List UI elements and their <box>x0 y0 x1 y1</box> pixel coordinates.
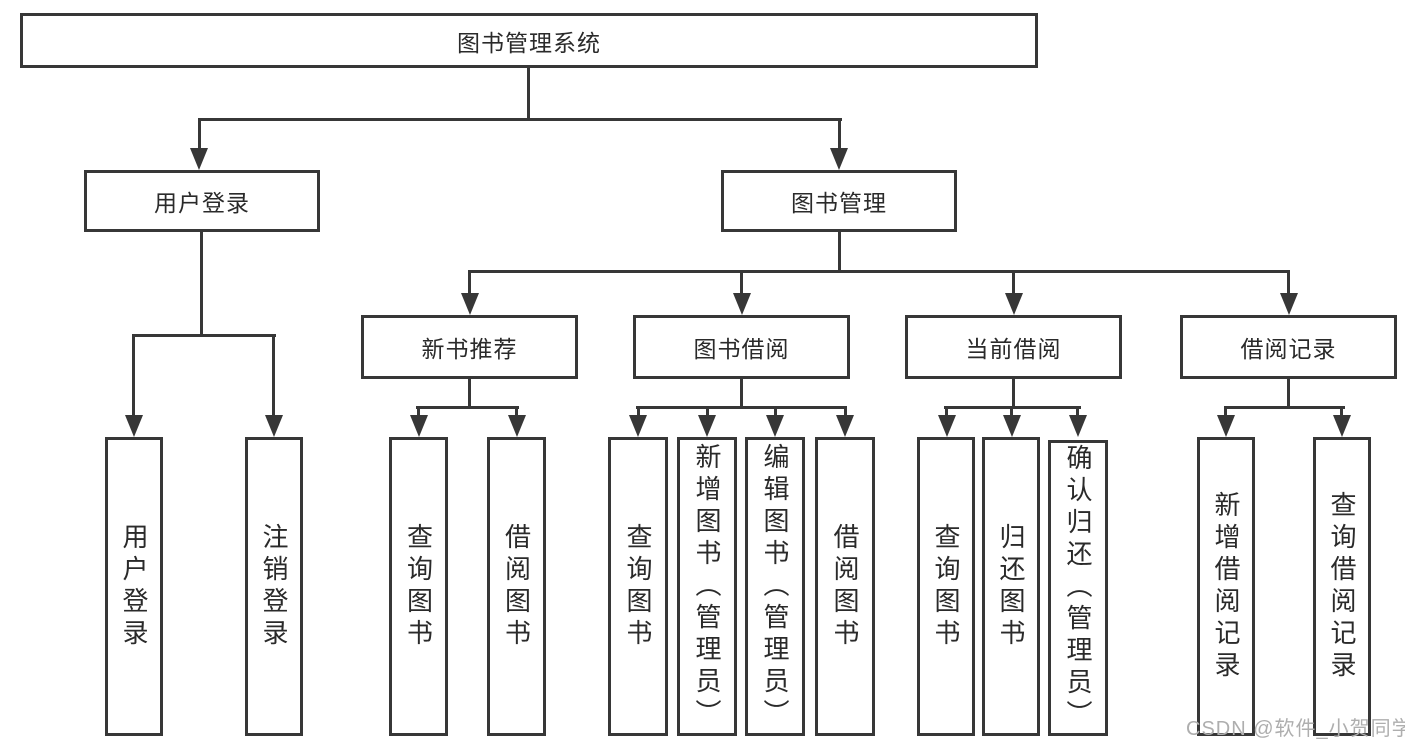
connector-newbooks-bus <box>416 406 519 409</box>
node-root-label: 图书管理系统 <box>457 29 601 56</box>
leaf-query-books-3: 查询图书 <box>917 437 975 736</box>
arrowhead-icon <box>938 415 956 437</box>
connector-leaf-shaft <box>1010 406 1013 418</box>
node-borrow-records: 借阅记录 <box>1180 315 1397 379</box>
node-new-books: 新书推荐 <box>361 315 578 379</box>
connector-currentborrow-stem <box>1012 379 1015 408</box>
arrowhead-icon <box>733 293 751 315</box>
leaf-label: 查询图书 <box>403 522 434 651</box>
leaf-query-books-1: 查询图书 <box>389 437 448 736</box>
arrowhead-icon <box>1217 415 1235 437</box>
arrowhead-icon <box>766 415 784 437</box>
leaf-label: 查询借阅记录 <box>1327 490 1357 683</box>
arrowhead-icon <box>190 148 208 170</box>
connector-borrowrecords-bus <box>1224 406 1345 409</box>
arrowhead-icon <box>1003 415 1021 437</box>
arrowhead-icon <box>1069 415 1087 437</box>
leaf-label: 注销登录 <box>259 522 289 651</box>
leaf-label: 新增借阅记录 <box>1211 490 1241 683</box>
connector-root-bus <box>198 118 842 121</box>
arrowhead-icon <box>265 415 283 437</box>
connector-leaf-shaft <box>1340 406 1343 418</box>
leaf-label: 查询图书 <box>623 522 653 651</box>
leaf-logout: 注销登录 <box>245 437 303 736</box>
leaf-label: 确认归还（管理员） <box>1063 444 1093 732</box>
arrowhead-icon <box>1280 293 1298 315</box>
leaf-user-login: 用户登录 <box>105 437 163 736</box>
connector-leaf-shaft <box>844 406 847 418</box>
connector-userlogin-bus <box>132 334 276 337</box>
connector-leaf-shaft <box>1076 406 1079 418</box>
connector-l3-shaft <box>468 270 471 295</box>
connector-bookmgmt-stem <box>838 232 841 272</box>
leaf-borrow-books-2: 借阅图书 <box>815 437 875 736</box>
leaf-add-books-admin: 新增图书（管理员） <box>677 437 737 736</box>
leaf-label: 用户登录 <box>119 522 149 651</box>
node-current-borrow-label: 当前借阅 <box>965 336 1062 362</box>
leaf-borrow-books-1: 借阅图书 <box>487 437 546 736</box>
arrowhead-icon <box>629 415 647 437</box>
leaf-edit-books-admin: 编辑图书（管理员） <box>745 437 805 736</box>
connector-borrowrecords-stem <box>1287 379 1290 408</box>
leaf-label: 查询图书 <box>931 522 961 651</box>
connector-l3-shaft <box>1012 270 1015 295</box>
leaf-confirm-return-admin: 确认归还（管理员） <box>1048 440 1108 736</box>
node-user-login-label: 用户登录 <box>154 190 250 216</box>
connector-leaf-shaft <box>774 406 777 418</box>
connector-leaf-shaft <box>272 334 275 417</box>
connector-userlogin-shaft <box>198 118 201 150</box>
node-book-borrow-label: 图书借阅 <box>693 336 790 362</box>
node-new-books-label: 新书推荐 <box>421 336 518 362</box>
connector-userlogin-stem <box>200 232 203 336</box>
connector-newbooks-stem <box>468 379 471 408</box>
leaf-query-borrow-record: 查询借阅记录 <box>1313 437 1371 736</box>
connector-l3-shaft <box>1287 270 1290 295</box>
node-current-borrow: 当前借阅 <box>905 315 1122 379</box>
leaf-label: 借阅图书 <box>501 522 532 651</box>
arrowhead-icon <box>461 293 479 315</box>
leaf-label: 归还图书 <box>996 522 1026 651</box>
connector-bookmgmt-shaft <box>838 118 841 150</box>
node-book-mgmt-label: 图书管理 <box>791 190 887 216</box>
leaf-query-books-2: 查询图书 <box>608 437 668 736</box>
node-borrow-records-label: 借阅记录 <box>1240 336 1337 362</box>
arrowhead-icon <box>836 415 854 437</box>
arrowhead-icon <box>410 415 428 437</box>
connector-bookborrow-stem <box>740 379 743 408</box>
arrowhead-icon <box>125 415 143 437</box>
node-book-borrow: 图书借阅 <box>633 315 850 379</box>
node-root: 图书管理系统 <box>20 13 1038 68</box>
connector-leaf-shaft <box>1224 406 1227 418</box>
connector-bookmgmt-bus <box>468 270 1290 273</box>
arrowhead-icon <box>1005 293 1023 315</box>
arrowhead-icon <box>1333 415 1351 437</box>
arrowhead-icon <box>698 415 716 437</box>
leaf-label: 借阅图书 <box>830 522 860 651</box>
node-book-mgmt: 图书管理 <box>721 170 957 232</box>
connector-leaf-shaft <box>515 406 518 418</box>
connector-leaf-shaft <box>637 406 640 418</box>
connector-leaf-shaft <box>945 406 948 418</box>
connector-leaf-shaft <box>417 406 420 418</box>
node-user-login: 用户登录 <box>84 170 320 232</box>
leaf-label: 新增图书（管理员） <box>692 442 722 731</box>
leaf-return-books: 归还图书 <box>982 437 1040 736</box>
connector-bookborrow-bus <box>636 406 847 409</box>
connector-leaf-shaft <box>706 406 709 418</box>
connector-leaf-shaft <box>132 334 135 417</box>
connector-root-stem <box>527 68 530 120</box>
connector-l3-shaft <box>740 270 743 295</box>
arrowhead-icon <box>830 148 848 170</box>
arrowhead-icon <box>508 415 526 437</box>
leaf-add-borrow-record: 新增借阅记录 <box>1197 437 1255 736</box>
leaf-label: 编辑图书（管理员） <box>760 442 790 731</box>
csdn-watermark: CSDN @软件_小贺同学 <box>1186 718 1405 740</box>
